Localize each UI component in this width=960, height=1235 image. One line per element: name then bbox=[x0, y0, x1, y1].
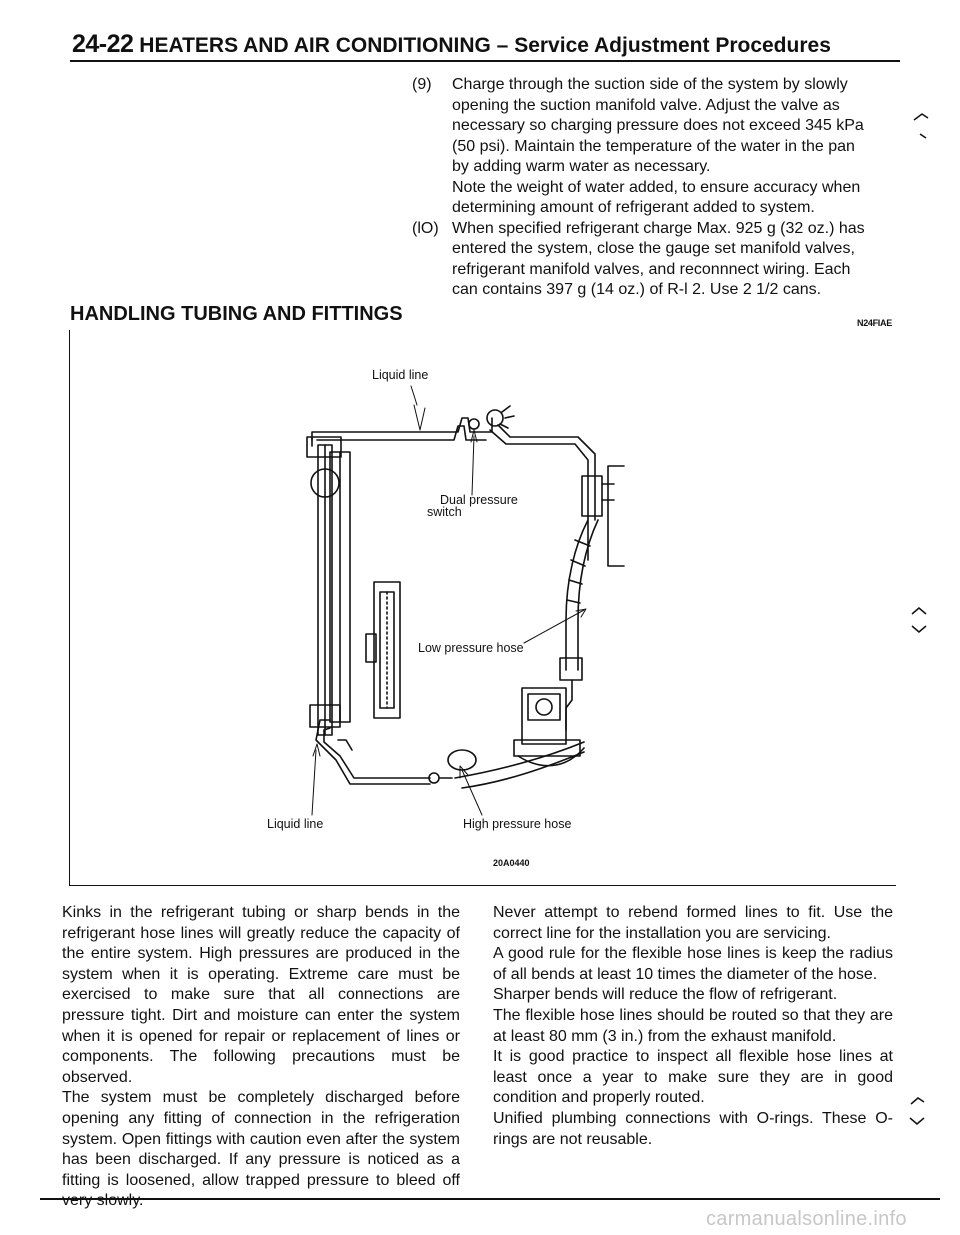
step-line: can contains 397 g (14 oz.) of R-l 2. Us… bbox=[452, 281, 822, 298]
body-column-right: Never attempt to rebend formed lines to … bbox=[493, 903, 893, 1150]
step-line: refrigerant manifold valves, and reconnn… bbox=[452, 260, 851, 278]
condenser bbox=[306, 436, 351, 736]
refrigerant-lines-illustration bbox=[306, 385, 625, 816]
label-dual-pressure-2: switch bbox=[427, 505, 462, 519]
step-line: opening the suction manifold valve. Adju… bbox=[452, 96, 840, 114]
body-paragraph: A good rule for the flexible hose lines … bbox=[493, 945, 893, 983]
low-pressure-line bbox=[489, 424, 625, 567]
body-paragraph: Never attempt to rebend formed lines to … bbox=[493, 904, 893, 942]
high-pressure-hose bbox=[428, 741, 585, 789]
page-header: 24-22 HEATERS AND AIR CONDITIONING – Ser… bbox=[72, 30, 892, 59]
procedure-steps: (9) Charge through the suction side of t… bbox=[412, 75, 912, 301]
body-paragraph: The flexible hose lines should be routed… bbox=[493, 1006, 893, 1045]
leader-lines bbox=[311, 385, 587, 816]
watermark: carmanualsonline.info bbox=[706, 1208, 907, 1230]
label-liquid-line-bottom: Liquid line bbox=[267, 817, 324, 831]
step-line: necessary so charging pressure does not … bbox=[452, 117, 864, 134]
label-high-pressure-hose: High pressure hose bbox=[463, 817, 572, 831]
procedure-step-10: (lO) When specified refrigerant charge M… bbox=[412, 219, 912, 301]
dual-pressure-switch-body bbox=[581, 475, 603, 517]
page-title: HEATERS AND AIR CONDITIONING – Service A… bbox=[139, 34, 831, 57]
body-column-left: Kinks in the refrigerant tubing or sharp… bbox=[62, 903, 460, 1212]
step-line: When specified refrigerant charge Max. 9… bbox=[452, 219, 865, 237]
figure-code-top: N24FIAE bbox=[857, 318, 892, 328]
figure-frame bbox=[69, 330, 896, 886]
figure-code-bottom: 20A0440 bbox=[493, 858, 530, 868]
evaporator-core bbox=[373, 581, 401, 719]
binder-mark-icon bbox=[909, 1097, 925, 1125]
label-low-pressure-hose: Low pressure hose bbox=[418, 641, 524, 655]
body-paragraph: It is good practice to inspect all flexi… bbox=[493, 1048, 893, 1107]
body-paragraph: Kinks in the refrigerant tubing or sharp… bbox=[62, 904, 460, 1086]
binder-mark-icon bbox=[913, 113, 929, 139]
step-line: (50 psi). Maintain the temperature of th… bbox=[452, 137, 855, 155]
label-liquid-line-top: Liquid line bbox=[372, 368, 429, 382]
low-pressure-hose bbox=[559, 519, 599, 731]
step-line: Note the weight of water added, to ensur… bbox=[452, 178, 861, 196]
procedure-step-9: (9) Charge through the suction side of t… bbox=[412, 75, 912, 219]
body-paragraph: The system must be completely discharged… bbox=[62, 1089, 460, 1210]
section-title: HANDLING TUBING AND FITTINGS bbox=[70, 303, 403, 325]
header-rule bbox=[70, 60, 900, 62]
liquid-line-lower bbox=[315, 719, 431, 785]
receiver-drier bbox=[310, 468, 340, 498]
step-line: Charge through the suction side of the s… bbox=[452, 76, 848, 93]
body-paragraph: Unified plumbing connections with O-ring… bbox=[493, 1109, 893, 1148]
step-line: determining amount of refrigerant added … bbox=[452, 199, 815, 216]
evaporator-unit bbox=[365, 581, 401, 719]
step-number: (9) bbox=[412, 76, 432, 93]
binder-mark-icon bbox=[911, 607, 927, 633]
page-number: 24-22 bbox=[72, 30, 134, 58]
body-paragraph: Sharper bends will reduce the flow of re… bbox=[493, 986, 838, 1004]
step-line: entered the system, close the gauge set … bbox=[452, 240, 855, 257]
step-number: (lO) bbox=[412, 219, 439, 237]
liquid-line-upper bbox=[311, 405, 515, 447]
footer-rule bbox=[40, 1198, 940, 1200]
label-dual-pressure-1: Dual pressure bbox=[440, 493, 518, 507]
step-line: by adding warm water as necessary. bbox=[452, 158, 711, 175]
